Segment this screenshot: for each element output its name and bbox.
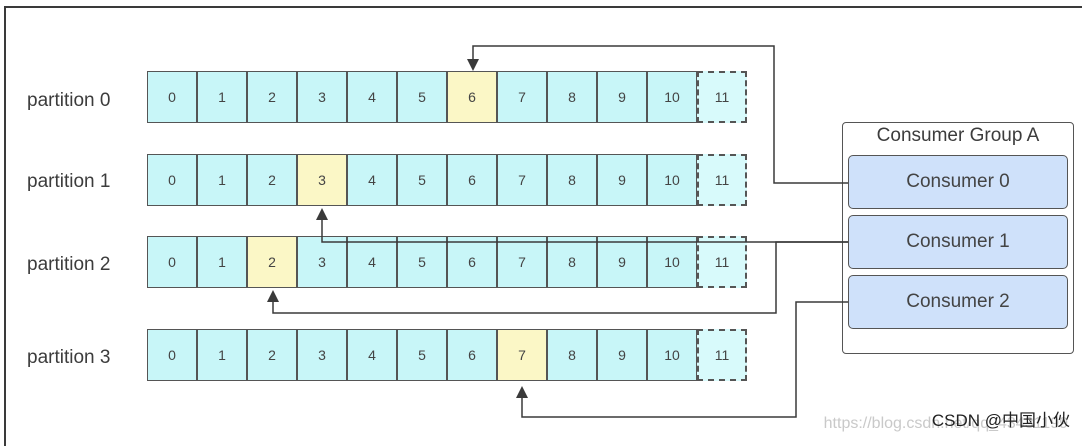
partition-3-label: partition 3 xyxy=(27,347,111,368)
partition-0-offset-cell: 9 xyxy=(597,71,647,123)
arrow-consumer2-partition3 xyxy=(521,301,848,418)
partition-3-offset-cell: 3 xyxy=(297,329,347,381)
partition-2-offset-cell: 4 xyxy=(347,236,397,288)
partition-0-offset-cell: 11 xyxy=(697,71,747,123)
consumer-group: Consumer Group A Consumer 0 Consumer 1 C… xyxy=(842,122,1074,354)
partition-3-offset-cell: 5 xyxy=(397,329,447,381)
partition-0-offset-cell: 1 xyxy=(197,71,247,123)
partition-0-offset-cell: 10 xyxy=(647,71,697,123)
partition-3-offset-cell: 4 xyxy=(347,329,397,381)
arrowhead-consumer2 xyxy=(516,386,528,398)
partition-3-offset-cell: 0 xyxy=(147,329,197,381)
partition-1-offset-cell: 8 xyxy=(547,154,597,206)
watermark-url: https://blog.csdn.net/qq_43431199 xyxy=(823,415,1068,432)
partition-2-offset-cell: 7 xyxy=(497,236,547,288)
partition-1-offset-cell: 6 xyxy=(447,154,497,206)
partition-2-offset-cell: 9 xyxy=(597,236,647,288)
partition-3-offset-cell: 6 xyxy=(447,329,497,381)
partition-1-offset-cell: 2 xyxy=(247,154,297,206)
partition-2-offset-cell: 8 xyxy=(547,236,597,288)
arrow-consumer1-partition1 xyxy=(321,215,848,243)
consumer-2-box: Consumer 2 xyxy=(848,275,1068,329)
partition-0-offset-cell: 2 xyxy=(247,71,297,123)
partition-1-offset-cell: 0 xyxy=(147,154,197,206)
partition-3-offset-cell: 10 xyxy=(647,329,697,381)
partition-0-label: partition 0 xyxy=(27,90,111,111)
partition-3-offset-cell: 11 xyxy=(697,329,747,381)
partition-2-offset-cell: 6 xyxy=(447,236,497,288)
consumer-1-box: Consumer 1 xyxy=(848,215,1068,269)
partition-0-offset-cell: 5 xyxy=(397,71,447,123)
partition-1-offset-cell: 11 xyxy=(697,154,747,206)
partition-2-offset-cell: 1 xyxy=(197,236,247,288)
partition-3-offset-cell: 2 xyxy=(247,329,297,381)
arrowhead-consumer0 xyxy=(467,59,479,71)
partition-1-offset-cell: 1 xyxy=(197,154,247,206)
partition-1-label: partition 1 xyxy=(27,171,111,192)
arrow-consumer0-partition0 xyxy=(472,45,848,184)
consumer-group-title: Consumer Group A xyxy=(876,125,1040,146)
partition-2-offset-cell: 0 xyxy=(147,236,197,288)
partition-0-offset-cell: 0 xyxy=(147,71,197,123)
consumer-0-box: Consumer 0 xyxy=(848,155,1068,209)
partition-1-offset-cell: 7 xyxy=(497,154,547,206)
arrow-consumer1-partition2 xyxy=(272,241,848,314)
partition-1-offset-cell: 4 xyxy=(347,154,397,206)
partition-2-offset-cell: 11 xyxy=(697,236,747,288)
partition-1-offset-cell: 3 xyxy=(297,154,347,206)
partition-0-offset-cell: 8 xyxy=(547,71,597,123)
partition-0-offset-cell: 7 xyxy=(497,71,547,123)
partition-0-offset-cell: 6 xyxy=(447,71,497,123)
partition-2-offset-cell: 10 xyxy=(647,236,697,288)
diagram-frame xyxy=(4,6,1082,446)
watermark-text: CSDN @中国小伙 xyxy=(931,411,1070,430)
partition-1-offset-cell: 9 xyxy=(597,154,647,206)
partition-2-label: partition 2 xyxy=(27,254,111,275)
watermark: https://blog.csdn.net/qq_43431199 xyxy=(824,415,1068,433)
partition-1-offset-cell: 10 xyxy=(647,154,697,206)
partition-2-offset-cell: 3 xyxy=(297,236,347,288)
partition-3-offset-cell: 9 xyxy=(597,329,647,381)
partition-3-offset-cell: 1 xyxy=(197,329,247,381)
partition-2-offset-cell: 5 xyxy=(397,236,447,288)
partition-3-offset-cell: 8 xyxy=(547,329,597,381)
arrowhead-consumer1-p1 xyxy=(316,208,328,220)
partition-3-offset-cell: 7 xyxy=(497,329,547,381)
partition-1-offset-cell: 5 xyxy=(397,154,447,206)
partition-0-offset-cell: 4 xyxy=(347,71,397,123)
partition-2-offset-cell: 2 xyxy=(247,236,297,288)
arrowhead-consumer1-p2 xyxy=(267,290,279,302)
partition-0-offset-cell: 3 xyxy=(297,71,347,123)
